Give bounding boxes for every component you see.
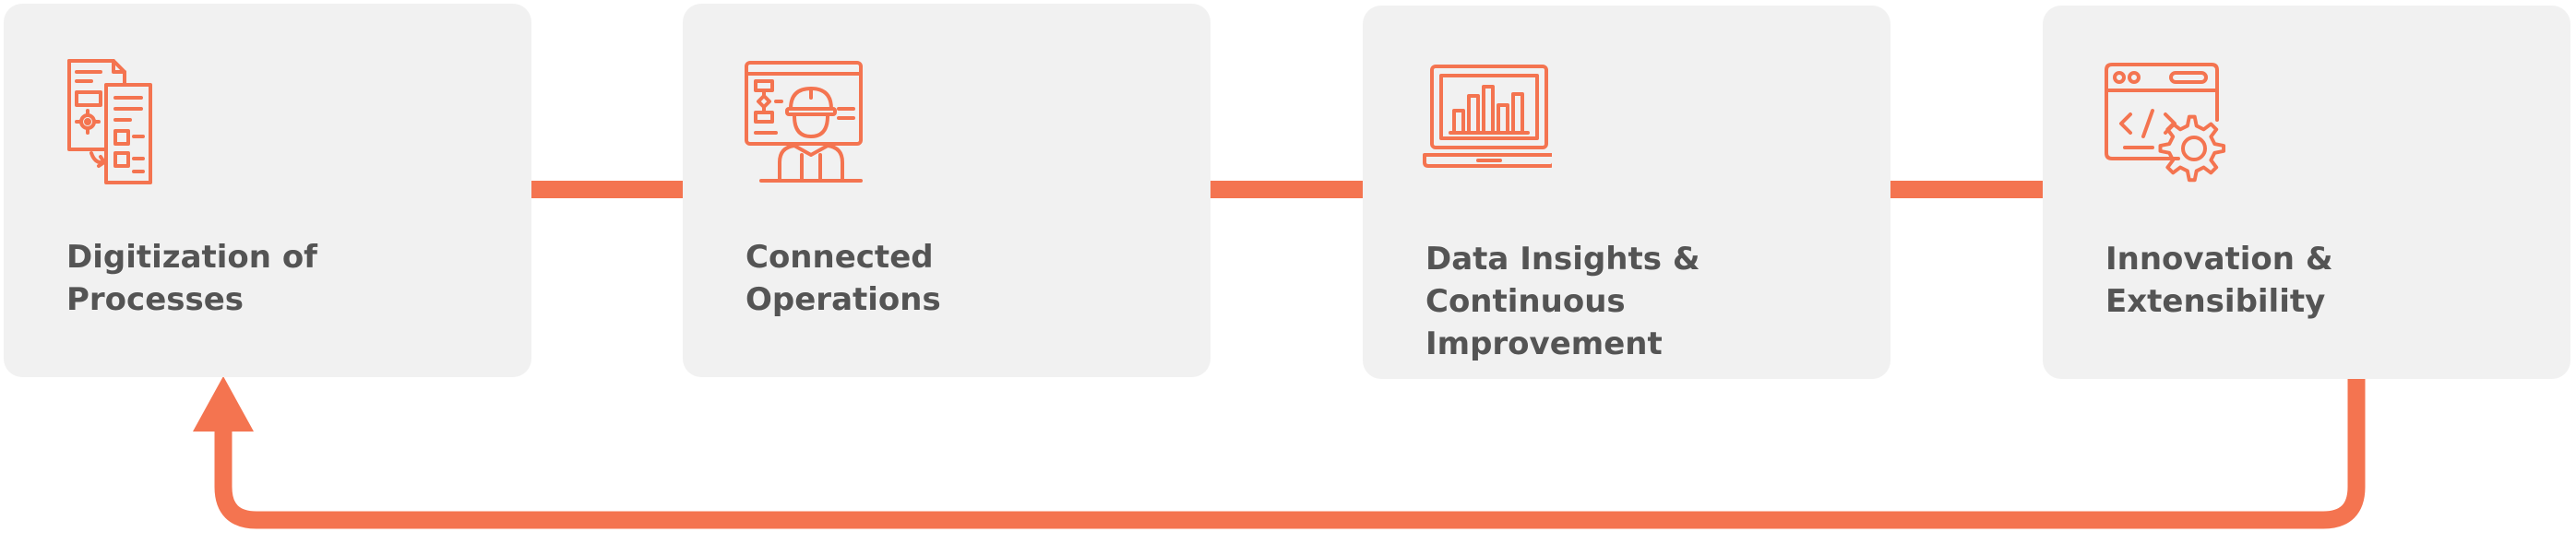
step-card-connected-operations: Connected Operations	[683, 4, 1210, 377]
connector-3-4	[1890, 181, 2045, 198]
step-title-line: Operations	[745, 281, 941, 318]
worker-monitor-icon	[743, 57, 872, 186]
loop-back-arrowhead	[193, 376, 254, 432]
step-title-line: Extensibility	[2105, 283, 2326, 320]
step-card-innovation: Innovation & Extensibility	[2043, 6, 2570, 379]
step-card-digitization: Digitization of Processes	[4, 4, 531, 377]
step-title-line: Continuous Improvement	[1425, 283, 1663, 362]
step-title-line: Processes	[66, 281, 244, 318]
connector-1-2	[531, 181, 685, 198]
laptop-chart-icon	[1423, 59, 1552, 188]
connector-2-3	[1210, 181, 1366, 198]
step-title-line: Data Insights &	[1425, 241, 1700, 278]
browser-code-gear-icon	[2103, 59, 2232, 188]
step-title: Connected Operations	[745, 236, 1188, 321]
document-settings-icon	[64, 57, 193, 186]
step-title-line: Innovation &	[2105, 241, 2333, 278]
step-title-line: Connected	[745, 239, 934, 276]
step-title-line: Digitization of	[66, 239, 317, 276]
step-title: Data Insights & Continuous Improvement	[1425, 238, 1868, 365]
step-card-data-insights: Data Insights & Continuous Improvement	[1363, 6, 1890, 379]
loop-back-arrow-line	[214, 376, 2366, 529]
step-title: Innovation & Extensibility	[2105, 238, 2548, 323]
step-title: Digitization of Processes	[66, 236, 509, 321]
